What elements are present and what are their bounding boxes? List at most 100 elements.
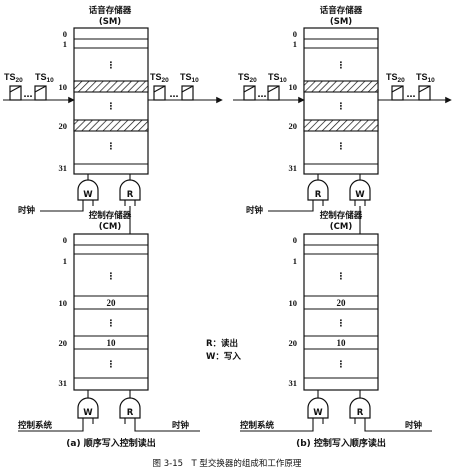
clock-label-b: 时钟 bbox=[246, 205, 264, 216]
caption-a: (a) 顺序写入控制读出 bbox=[66, 437, 155, 449]
read-gate-cm-a bbox=[119, 397, 141, 419]
sm-title-b: 话音存储器 bbox=[320, 5, 363, 16]
write-gate-cm-a bbox=[77, 397, 99, 419]
clock-label-a: 时钟 bbox=[18, 205, 36, 216]
legend-read: R：读出 bbox=[206, 338, 238, 349]
ts-cell bbox=[243, 85, 256, 101]
svg-text:…: … bbox=[170, 90, 179, 100]
svg-text:TS10: TS10 bbox=[180, 72, 199, 84]
svg-text:⋮: ⋮ bbox=[337, 319, 346, 329]
svg-text:20: 20 bbox=[289, 121, 298, 131]
svg-text:⋮: ⋮ bbox=[337, 102, 346, 112]
sm-row-10-hatched bbox=[73, 80, 149, 93]
control-system-label-b: 控制系统 bbox=[240, 420, 275, 431]
read-gate-sm-b bbox=[307, 179, 329, 201]
write-gate-sm-b bbox=[349, 179, 371, 201]
ts-cell bbox=[418, 85, 431, 101]
svg-text:0: 0 bbox=[293, 29, 297, 39]
svg-text:W: W bbox=[83, 408, 93, 418]
svg-text:TS20: TS20 bbox=[386, 72, 405, 84]
svg-text:…: … bbox=[258, 90, 267, 100]
svg-text:TS20: TS20 bbox=[150, 72, 169, 84]
svg-text:10: 10 bbox=[59, 82, 68, 92]
svg-text:10: 10 bbox=[289, 82, 298, 92]
svg-text:TS20: TS20 bbox=[4, 72, 23, 84]
svg-text:⋮: ⋮ bbox=[337, 61, 346, 71]
ts-cell bbox=[391, 85, 404, 101]
read-gate-cm-b bbox=[349, 397, 371, 419]
svg-text:10: 10 bbox=[59, 298, 68, 308]
read-gate-sm-a bbox=[119, 179, 141, 201]
svg-text:⋮: ⋮ bbox=[107, 61, 116, 71]
svg-text:0: 0 bbox=[63, 29, 67, 39]
write-gate-sm-a bbox=[77, 179, 99, 201]
svg-text:1: 1 bbox=[63, 256, 67, 266]
cm-cell-10-b: 10 bbox=[337, 338, 347, 348]
figure-caption: 图 3-15 T 型交换器的组成和工作原理 bbox=[153, 458, 302, 469]
svg-text:1: 1 bbox=[293, 39, 297, 49]
cm-cell-20-b: 20 bbox=[337, 298, 347, 308]
svg-text:31: 31 bbox=[289, 378, 298, 388]
speech-memory-a: ⋮ ⋮ ⋮ bbox=[73, 27, 149, 175]
sm-abbr-b: (SM) bbox=[330, 17, 352, 27]
ts-cell bbox=[267, 85, 280, 101]
svg-text:1: 1 bbox=[63, 39, 67, 49]
caption-b: (b) 控制写入顺序读出 bbox=[296, 437, 386, 449]
cm-abbr-a: (CM) bbox=[99, 222, 122, 232]
svg-text:R: R bbox=[315, 190, 322, 200]
control-memory-b: ⋮ ⋮ ⋮ 20 10 bbox=[303, 233, 379, 391]
svg-text:…: … bbox=[407, 90, 416, 100]
cm-title-b: 控制存储器 bbox=[320, 210, 363, 221]
svg-text:31: 31 bbox=[289, 163, 298, 173]
control-memory-a: ⋮ ⋮ ⋮ 20 10 bbox=[73, 233, 149, 391]
cm-cell-20-a: 20 bbox=[107, 298, 117, 308]
svg-text:TS10: TS10 bbox=[268, 72, 287, 84]
sm-row-20-hatched bbox=[303, 119, 379, 132]
svg-text:⋮: ⋮ bbox=[337, 272, 346, 282]
svg-text:W: W bbox=[313, 408, 323, 418]
svg-text:⋮: ⋮ bbox=[107, 272, 116, 282]
svg-text:31: 31 bbox=[59, 378, 68, 388]
ts-cell bbox=[153, 85, 166, 101]
sm-abbr-a: (SM) bbox=[99, 17, 121, 27]
svg-text:20: 20 bbox=[59, 338, 68, 348]
svg-text:1: 1 bbox=[293, 256, 297, 266]
svg-text:R: R bbox=[127, 408, 134, 418]
svg-text:R: R bbox=[357, 408, 364, 418]
cm-cell-10-a: 10 bbox=[107, 338, 117, 348]
diagram-b: 话音存储器 (SM) ⋮ ⋮ ⋮ 0 1 10 20 31 … TS20 TS1… bbox=[233, 5, 452, 449]
svg-text:⋮: ⋮ bbox=[337, 142, 346, 152]
svg-text:R: R bbox=[127, 190, 134, 200]
cm-title-a: 控制存储器 bbox=[89, 210, 132, 221]
svg-text:TS10: TS10 bbox=[35, 72, 54, 84]
svg-text:20: 20 bbox=[289, 338, 298, 348]
svg-text:W: W bbox=[355, 190, 365, 200]
write-gate-cm-b bbox=[307, 397, 329, 419]
cm-abbr-b: (CM) bbox=[330, 222, 353, 232]
svg-text:20: 20 bbox=[59, 121, 68, 131]
svg-text:⋮: ⋮ bbox=[107, 360, 116, 370]
svg-text:⋮: ⋮ bbox=[337, 360, 346, 370]
svg-text:0: 0 bbox=[63, 235, 67, 245]
svg-text:0: 0 bbox=[293, 235, 297, 245]
clock-label-a2: 时钟 bbox=[172, 420, 190, 431]
svg-text:…: … bbox=[24, 90, 33, 100]
ts-cell bbox=[34, 85, 47, 101]
diagram-a: 话音存储器 (SM) ⋮ ⋮ ⋮ 0 1 10 20 31 … TS20 TS1… bbox=[3, 5, 223, 449]
svg-text:10: 10 bbox=[289, 298, 298, 308]
ts-cell bbox=[9, 85, 22, 101]
svg-text:TS20: TS20 bbox=[238, 72, 257, 84]
svg-text:⋮: ⋮ bbox=[107, 102, 116, 112]
speech-memory-b: ⋮ ⋮ ⋮ bbox=[303, 27, 379, 175]
svg-text:TS10: TS10 bbox=[416, 72, 435, 84]
control-system-label-a: 控制系统 bbox=[18, 420, 53, 431]
sm-title-a: 话音存储器 bbox=[89, 5, 132, 16]
ts-cell bbox=[181, 85, 194, 101]
sm-row-10-hatched bbox=[303, 80, 379, 93]
clock-label-b2: 时钟 bbox=[405, 420, 423, 431]
svg-text:⋮: ⋮ bbox=[107, 142, 116, 152]
svg-text:⋮: ⋮ bbox=[107, 319, 116, 329]
svg-text:31: 31 bbox=[59, 163, 68, 173]
sm-row-20-hatched bbox=[73, 119, 149, 132]
svg-text:W: W bbox=[83, 190, 93, 200]
